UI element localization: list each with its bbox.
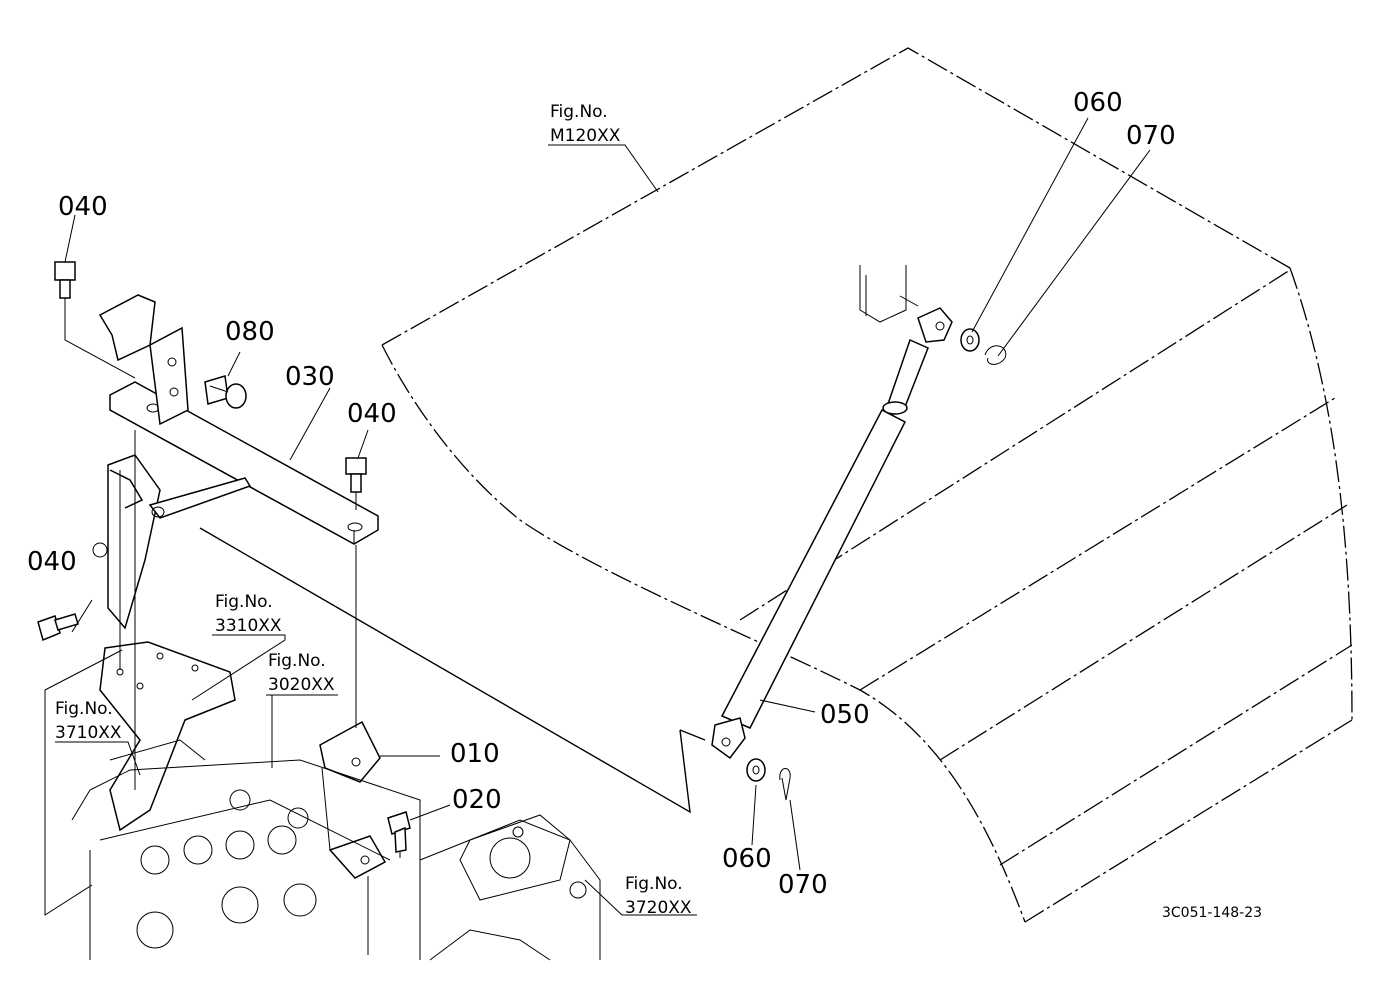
fig-3710-number: 3710XX — [55, 723, 122, 743]
gas-strut — [711, 265, 953, 760]
washers-pins — [746, 328, 1007, 801]
bracket-030 — [92, 294, 379, 630]
callout-080: 080 — [225, 317, 275, 347]
engine-block — [71, 641, 601, 961]
fig-3020-number: 3020XX — [268, 675, 335, 695]
fig-m120-caption: Fig.No. — [550, 102, 608, 122]
callout-050: 050 — [820, 700, 870, 730]
callout-020: 020 — [452, 785, 502, 815]
bolts — [37, 261, 411, 853]
callout-070-bottom: 070 — [778, 870, 828, 900]
fig-m120-number: M120XX — [550, 126, 621, 146]
fig-3720-number: 3720XX — [625, 898, 692, 918]
callout-040-left: 040 — [27, 547, 77, 577]
callout-060-bottom: 060 — [722, 844, 772, 874]
figure-references: Fig.No. M120XX Fig.No. 3310XX Fig.No. 30… — [55, 102, 692, 918]
hood-outline — [199, 47, 1353, 923]
drawing-code: 3C051-148-23 — [1162, 905, 1262, 921]
fig-3310-number: 3310XX — [215, 616, 282, 636]
fig-3720-caption: Fig.No. — [625, 874, 683, 894]
bracket-010 — [319, 720, 387, 879]
callout-040-top: 040 — [58, 192, 108, 222]
leader-lines — [44, 117, 1151, 955]
callout-010: 010 — [450, 739, 500, 769]
callout-060-top: 060 — [1073, 88, 1123, 118]
fig-3020-caption: Fig.No. — [268, 651, 326, 671]
callout-070-top: 070 — [1126, 121, 1176, 151]
fig-3310-caption: Fig.No. — [215, 592, 273, 612]
fig-3710-caption: Fig.No. — [55, 699, 113, 719]
callouts: 040 080 030 040 040 010 020 050 060 070 … — [27, 88, 1176, 900]
callout-030: 030 — [285, 362, 335, 392]
callout-040-right: 040 — [347, 399, 397, 429]
